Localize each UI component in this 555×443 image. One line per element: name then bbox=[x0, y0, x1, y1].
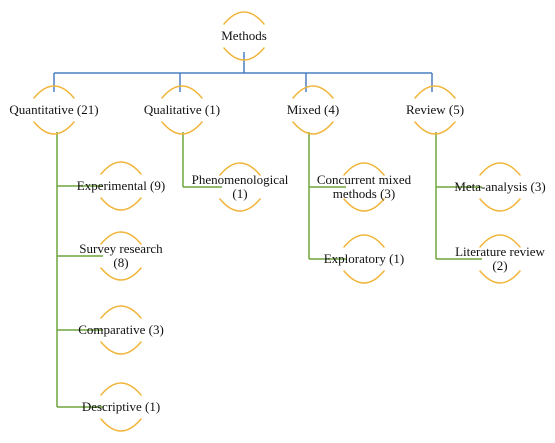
child-node-label-line: Descriptive (1) bbox=[82, 399, 160, 414]
child-node-bottom-arc bbox=[100, 418, 142, 432]
child-node-label-line: Comparative (3) bbox=[78, 322, 164, 337]
child-node-label-line: Exploratory (1) bbox=[324, 251, 405, 266]
root-node-label: Methods bbox=[221, 28, 267, 43]
branch-node-bottom-arc bbox=[33, 121, 75, 135]
child-node-bottom-arc bbox=[100, 341, 142, 355]
child-node-label-line: Meta-analysis (3) bbox=[454, 179, 545, 194]
child-node-top-arc bbox=[343, 234, 385, 248]
child-node-label-line: (1) bbox=[232, 186, 247, 201]
child-node-top-arc bbox=[100, 382, 142, 396]
child-node-label: Meta-analysis (3) bbox=[454, 179, 545, 194]
branch-node-top-arc bbox=[414, 85, 456, 99]
branch-node-bottom-arc bbox=[161, 121, 203, 135]
child-node-top-arc bbox=[100, 161, 142, 175]
child-node-top-arc bbox=[219, 162, 261, 176]
child-node-top-arc bbox=[100, 231, 142, 245]
child-node-label-line: Phenomenological bbox=[192, 172, 289, 187]
child-node-bottom-arc bbox=[343, 270, 385, 284]
root-node-top-arc bbox=[223, 11, 265, 25]
child-node-label-line: Concurrent mixed bbox=[317, 172, 412, 187]
child-node-top-arc bbox=[479, 162, 521, 176]
child-node-top-arc bbox=[479, 234, 521, 248]
child-node-bottom-arc bbox=[343, 198, 385, 212]
child-node-top-arc bbox=[100, 305, 142, 319]
child-node-label: Survey research(8) bbox=[79, 241, 163, 270]
root-node-bottom-arc bbox=[223, 47, 265, 61]
branch-node-label: Mixed (4) bbox=[287, 102, 339, 117]
branch-node-label: Qualitative (1) bbox=[144, 102, 220, 117]
child-node-bottom-arc bbox=[100, 197, 142, 211]
child-node-label: Literature review(2) bbox=[455, 244, 545, 273]
child-node-label: Experimental (9) bbox=[77, 178, 165, 193]
branch-node-label: Quantitative (21) bbox=[9, 102, 98, 117]
child-node-label-line: (2) bbox=[492, 258, 507, 273]
node-decorations bbox=[33, 11, 521, 432]
child-node-label: Descriptive (1) bbox=[82, 399, 160, 414]
branch-node-bottom-arc bbox=[292, 121, 334, 135]
branch-node-top-arc bbox=[161, 85, 203, 99]
child-node-label-line: Survey research bbox=[79, 241, 163, 256]
child-node-label-line: (8) bbox=[113, 255, 128, 270]
branch-node-top-arc bbox=[292, 85, 334, 99]
child-node-label: Comparative (3) bbox=[78, 322, 164, 337]
child-node-bottom-arc bbox=[479, 270, 521, 284]
child-node-top-arc bbox=[343, 162, 385, 176]
connector-lines bbox=[53, 52, 482, 408]
child-node-label-line: Literature review bbox=[455, 244, 545, 259]
child-node-bottom-arc bbox=[100, 267, 142, 281]
branch-node-label: Review (5) bbox=[406, 102, 464, 117]
child-node-bottom-arc bbox=[479, 198, 521, 212]
child-node-label-line: Experimental (9) bbox=[77, 178, 165, 193]
child-node-label: Exploratory (1) bbox=[324, 251, 405, 266]
child-node-bottom-arc bbox=[219, 198, 261, 212]
child-node-label-line: methods (3) bbox=[333, 186, 395, 201]
branch-node-top-arc bbox=[33, 85, 75, 99]
child-node-label: Phenomenological(1) bbox=[192, 172, 289, 201]
branch-node-bottom-arc bbox=[414, 121, 456, 135]
